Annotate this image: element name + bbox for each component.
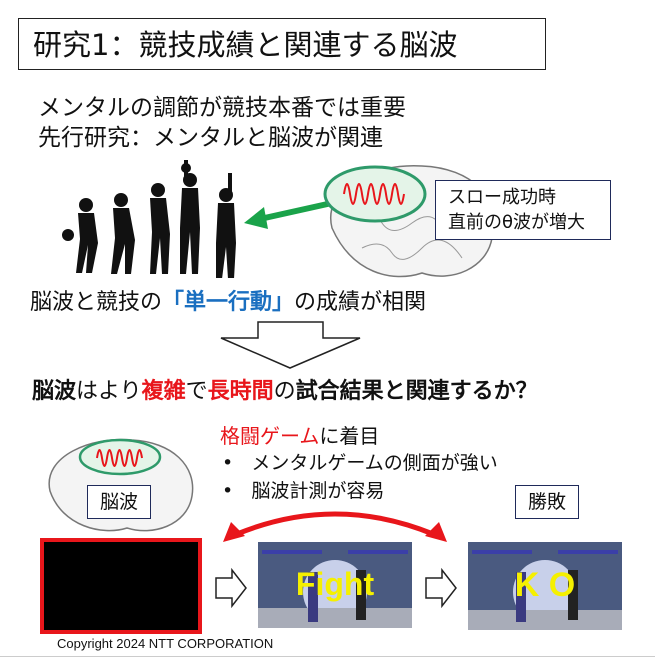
research-question: 脳波はより複雑で長時間の試合結果と関連するか？ bbox=[32, 373, 538, 405]
game-screen-fight: Fight bbox=[258, 542, 412, 628]
intro-line-1: メンタルの調節が競技本番では重要 bbox=[38, 95, 406, 121]
q-text: はより bbox=[76, 379, 142, 404]
eeg-video-frame bbox=[40, 538, 202, 634]
game-screen-ko: K O bbox=[468, 542, 622, 630]
intro-line-2: 先行研究：メンタルと脳波が関連 bbox=[38, 125, 383, 151]
correlation-pre: 脳波と競技の bbox=[30, 290, 163, 315]
fight-text: Fight bbox=[295, 566, 375, 602]
callout-line-1: スロー成功時 bbox=[448, 187, 556, 208]
bullet-item: • メンタルゲームの側面が強い bbox=[222, 452, 498, 474]
q-eeg: 脳波 bbox=[32, 379, 77, 404]
q-text: で bbox=[185, 379, 208, 404]
green-arrow-icon bbox=[244, 200, 333, 229]
red-double-arrow-icon bbox=[223, 511, 447, 542]
slide-title: 研究1：競技成績と関連する脳波 bbox=[18, 18, 546, 70]
fighting-game-highlight: 格闘ゲーム bbox=[220, 424, 320, 448]
copyright: Copyright 2024 NTT CORPORATION bbox=[57, 636, 274, 651]
callout-line-2: 直前のθ波が増大 bbox=[448, 212, 586, 233]
down-arrow-icon bbox=[220, 321, 361, 369]
bullet-item: • 脳波計測が容易 bbox=[222, 480, 385, 502]
basketball-shooter-silhouettes bbox=[62, 160, 236, 278]
focus-rest: に着目 bbox=[319, 424, 380, 448]
game-scene-graphic bbox=[468, 542, 622, 630]
focus-heading: 格闘ゲームに着目 bbox=[220, 420, 379, 449]
correlation-post: の成績が相関 bbox=[294, 290, 427, 315]
q-complex: 複雑 bbox=[141, 379, 186, 404]
right-arrow-icon bbox=[425, 568, 457, 608]
correlation-statement: 脳波と競技の「単一行動」の成績が相関 bbox=[30, 284, 426, 316]
outcome-label: 勝敗 bbox=[515, 485, 579, 519]
bullet-text: メンタルゲームの側面が強い bbox=[251, 452, 498, 474]
ko-text: K O bbox=[514, 566, 576, 604]
q-match-result: 試合結果と関連するか？ bbox=[295, 379, 538, 404]
right-arrow-icon bbox=[215, 568, 247, 608]
bullet-text: 脳波計測が容易 bbox=[251, 480, 385, 502]
bottom-divider bbox=[0, 656, 655, 657]
single-action-highlight: 「単一行動」 bbox=[162, 290, 295, 315]
q-text: の bbox=[273, 379, 296, 404]
q-long-duration: 長時間 bbox=[207, 379, 274, 404]
eeg-label: 脳波 bbox=[87, 485, 151, 519]
theta-wave-callout: スロー成功時 直前のθ波が増大 bbox=[435, 180, 611, 240]
game-scene-graphic bbox=[258, 542, 412, 628]
